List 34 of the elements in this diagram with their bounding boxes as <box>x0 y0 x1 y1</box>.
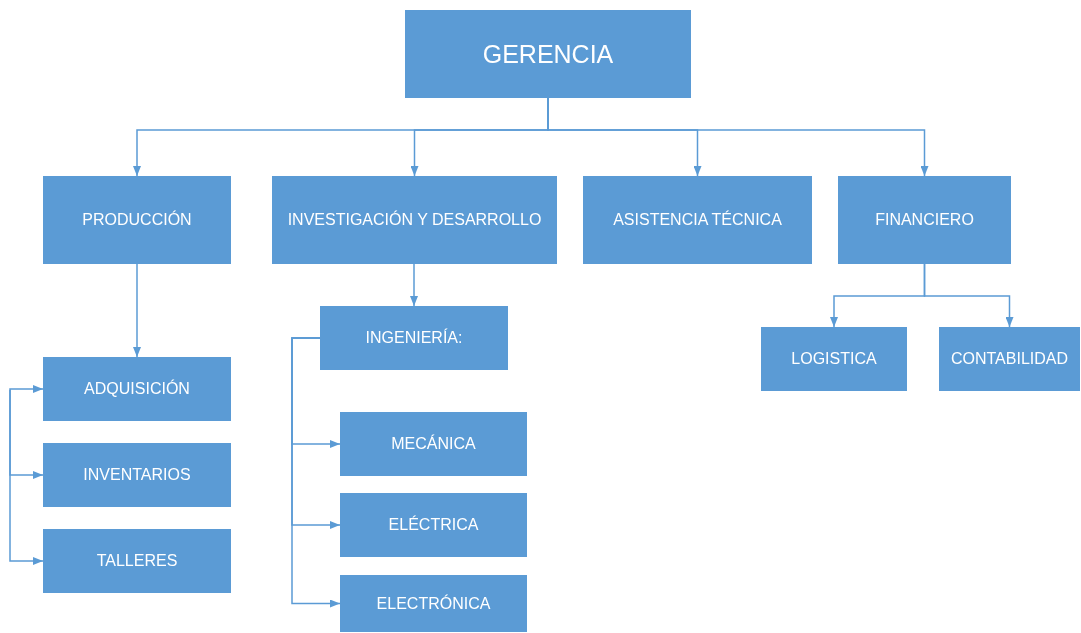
department-box <box>43 529 231 593</box>
department-label: FINANCIERO <box>875 211 974 229</box>
connector-arrow <box>133 263 141 358</box>
department-label: ELECTRÓNICA <box>376 594 491 613</box>
department-label: GERENCIA <box>482 39 614 69</box>
department-box <box>43 176 231 264</box>
department-box <box>272 176 557 264</box>
department-label: INVESTIGACIÓN Y DESARROLLO <box>287 211 542 229</box>
connector-arrow <box>410 263 418 307</box>
management-box <box>405 10 691 98</box>
department-label: ASISTENCIA TÉCNICA <box>613 211 782 229</box>
department-box <box>838 176 1011 264</box>
department-box <box>340 493 527 557</box>
department-label: CONTABILIDAD <box>950 350 1069 368</box>
department-label: PRODUCCIÓN <box>82 211 192 229</box>
department-box <box>43 443 231 507</box>
department-box <box>320 306 508 370</box>
department-box <box>939 327 1080 391</box>
connector-arrow <box>9 385 44 393</box>
connector-arrow <box>923 263 1014 328</box>
department-label: TALLERES <box>96 552 178 570</box>
department-label: LOGISTICA <box>791 350 877 368</box>
department-label: INVENTARIOS <box>83 466 191 484</box>
department-label: INGENIERÍA: <box>365 329 463 347</box>
department-box <box>340 412 527 476</box>
department-label: MECÁNICA <box>391 435 476 453</box>
connector-arrow <box>291 337 341 608</box>
connector-arrow <box>9 389 44 565</box>
department-box <box>583 176 812 264</box>
department-box <box>761 327 907 391</box>
department-label: ELÉCTRICA <box>388 516 479 534</box>
department-label: ADQUISICIÓN <box>84 380 190 398</box>
department-box <box>43 357 231 421</box>
department-box <box>340 575 527 632</box>
